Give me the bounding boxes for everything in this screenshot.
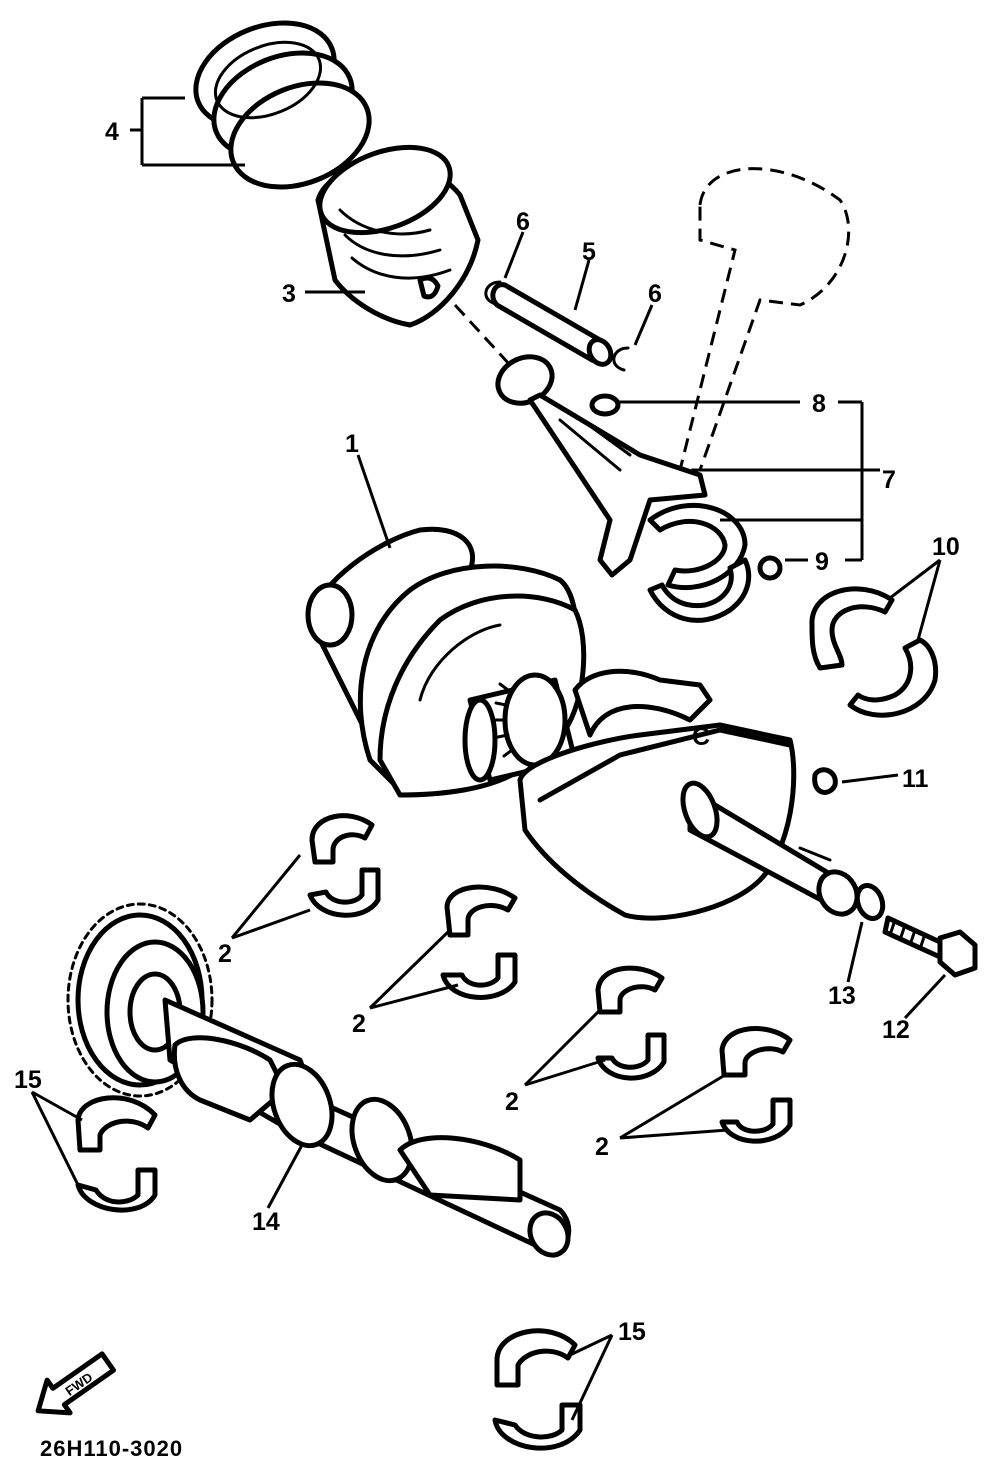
piston-pin	[490, 282, 614, 367]
crankshaft-main	[517, 668, 860, 921]
callout-15: 15	[14, 1066, 42, 1094]
callout-8: 8	[812, 390, 826, 418]
callout-1: 1	[345, 430, 359, 458]
balancer-bearing-pair-a	[75, 1095, 158, 1213]
callout-13: 13	[828, 982, 856, 1010]
callout-10: 10	[932, 533, 960, 561]
balancer-bearing-pair-b	[492, 1328, 583, 1451]
callout-6: 6	[516, 208, 530, 236]
leader-lines	[30, 96, 947, 1421]
circlip-left	[484, 280, 502, 306]
main-bearing-pair-a	[307, 813, 381, 918]
washer	[854, 883, 886, 921]
callout-2: 2	[505, 1088, 519, 1116]
crank-mark-c: C	[692, 723, 710, 751]
rod-nut	[757, 555, 783, 581]
bolt	[882, 915, 978, 978]
pin-alignment-line	[453, 303, 512, 367]
callout-6: 6	[648, 280, 662, 308]
main-bearing-pair-b	[440, 884, 518, 1000]
piston	[315, 144, 481, 328]
connecting-rod	[495, 354, 708, 578]
callout-2: 2	[352, 1010, 366, 1038]
callout-9: 9	[815, 548, 829, 576]
callout-14: 14	[252, 1208, 280, 1236]
woodruff-key	[812, 767, 838, 795]
rod-bolt-head	[589, 393, 621, 417]
main-bearing-pair-c	[595, 965, 667, 1081]
circlip-right	[612, 346, 630, 372]
callout-3: 3	[282, 280, 296, 308]
callout-4: 4	[105, 118, 119, 146]
callout-2: 2	[595, 1133, 609, 1161]
main-bearing-pair-d	[719, 1026, 793, 1144]
forward-arrow: FWD	[35, 1351, 117, 1416]
callout-5: 5	[582, 238, 596, 266]
piston-rings	[193, 20, 372, 190]
balancer-shaft	[162, 997, 572, 1258]
callout-7: 7	[882, 466, 896, 494]
callout-15: 15	[618, 1318, 646, 1346]
callout-12: 12	[882, 1016, 910, 1044]
cylinder-outline-dashed	[678, 167, 851, 472]
callout-2: 2	[218, 940, 232, 968]
drawing-code: 26H110-3020	[40, 1436, 183, 1461]
big-end-bearing-set	[809, 586, 939, 718]
callout-11: 11	[902, 765, 929, 793]
rod-bearing-pair	[647, 502, 752, 623]
